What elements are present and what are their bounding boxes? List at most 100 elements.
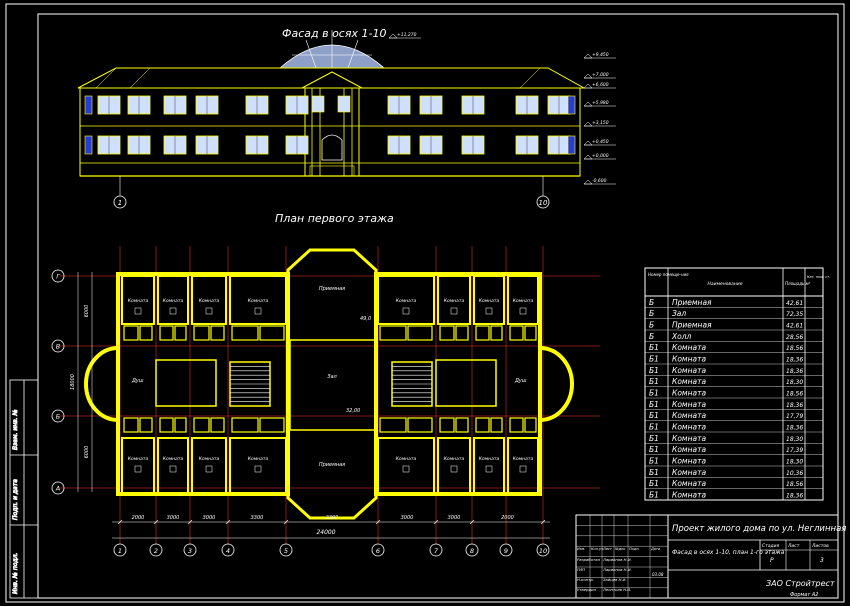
- stamp-stage-label: Стадия: [762, 543, 780, 549]
- axis-label-row: Б: [56, 413, 61, 421]
- room: [437, 437, 471, 495]
- bathroom: [159, 325, 174, 341]
- level-mark-value: +5,980: [592, 100, 609, 106]
- bathroom: [490, 325, 503, 341]
- table-cell-number: Б1: [649, 377, 659, 386]
- table-header-number: Номер помеще-ния: [648, 272, 689, 277]
- bathroom: [210, 417, 225, 433]
- table-cell-name: Комната: [672, 366, 706, 375]
- strip-label-1: Взам. инв. №: [12, 409, 19, 450]
- room: [121, 437, 155, 495]
- stamp-sheet-title: Фасад в осях 1-10, план 1-го этажа: [672, 549, 785, 556]
- room-label: Комната: [479, 298, 500, 304]
- axis-bubble-col: [499, 543, 513, 557]
- dimension-tick: [469, 519, 475, 525]
- table-cell-number: Б: [649, 309, 654, 318]
- total-dimension: 24000: [316, 529, 335, 536]
- level-mark-arrow: [583, 83, 593, 89]
- bathroom: [159, 417, 174, 433]
- level-mark-value: +0,000: [592, 153, 609, 159]
- room-number-box: [402, 307, 410, 315]
- room-label: Комната: [513, 298, 534, 304]
- level-mark-value: +9,450: [592, 52, 609, 58]
- bathroom: [231, 325, 259, 341]
- table-cell-name: Зал: [672, 309, 686, 318]
- axis-bubble-row: [51, 409, 65, 423]
- dimension-value: 3300: [326, 515, 339, 521]
- room-number-box: [402, 465, 410, 473]
- dimension-tick: [540, 519, 546, 525]
- level-mark-arrow: [583, 121, 593, 127]
- table-cell-name: Комната: [672, 377, 706, 386]
- room-number-box: [450, 465, 458, 473]
- table-cell-number: Б: [649, 321, 654, 330]
- table-cell-name: Комната: [672, 457, 706, 466]
- room-label: Комната: [444, 456, 465, 462]
- table-header-area: Площадь м²: [785, 281, 811, 286]
- room-number-box: [169, 307, 177, 315]
- stamp-project-title: Проект жилого дома по ул. Неглинная: [672, 524, 846, 534]
- dimension-value: 3300: [251, 515, 264, 521]
- table-cell-area: 17,39: [786, 447, 803, 454]
- room-number-box: [254, 307, 262, 315]
- axis-label-col: 5: [284, 547, 288, 555]
- facade-window-blue: [84, 135, 93, 155]
- stamp-row-label: Изм.: [577, 547, 585, 551]
- table-cell-area: 10,36: [786, 470, 803, 477]
- stamp-row-label: Лист: [602, 547, 613, 551]
- table-cell-name: Комната: [672, 400, 706, 409]
- table-cell-number: Б1: [649, 411, 659, 420]
- bathroom: [509, 417, 524, 433]
- floor-plan: План первого этажа КомнатаКомнатаКомната…: [51, 212, 600, 557]
- axis-label-col: 2: [154, 547, 158, 555]
- table-cell-number: Б1: [649, 366, 659, 375]
- axis-label-col: 1: [118, 547, 122, 555]
- facade-window-blue: [567, 95, 576, 115]
- room-schedule-table: Номер помеще-ния Наименование Площадь м²…: [644, 267, 830, 501]
- room-label: Комната: [444, 298, 465, 304]
- bathroom: [193, 325, 210, 341]
- stamp-role: Разработал: [577, 557, 601, 562]
- room: [507, 437, 539, 495]
- stamp-stage-value: Р: [770, 557, 774, 564]
- room-label-priem-1: Приемная: [319, 286, 345, 292]
- axis-bubble-col: [149, 543, 163, 557]
- stamp-person: Зайцев Н.И.: [603, 577, 627, 582]
- stamp-person: Ларионов Н.И.: [602, 567, 632, 572]
- room-number-box: [450, 307, 458, 315]
- room-label: Комната: [248, 298, 269, 304]
- table-cell-area: 18,36: [786, 402, 803, 409]
- strip-label-2: Подп. и дата: [12, 479, 19, 520]
- dimension-tick: [153, 519, 159, 525]
- table-header-name: Наименование: [708, 281, 743, 287]
- table-cell-name: Комната: [672, 343, 706, 352]
- stamp-format: Формат А2: [790, 592, 818, 598]
- apse-right: [539, 346, 574, 422]
- stamp-row-label: Дата: [650, 547, 660, 551]
- table-cell-number: Б1: [649, 479, 659, 488]
- bathroom: [193, 417, 210, 433]
- facade-wall: [79, 87, 581, 177]
- room-label-zal: Зал: [327, 374, 337, 380]
- room-label-dush-1: Душ: [131, 378, 144, 384]
- bathroom: [139, 417, 153, 433]
- bathroom: [231, 417, 259, 433]
- stamp-date: 03.08: [652, 572, 664, 577]
- level-mark-arrow: [583, 101, 593, 107]
- axis-label-col: 7: [434, 547, 439, 555]
- table-cell-number: Б1: [649, 423, 659, 432]
- room-label: Комната: [128, 298, 149, 304]
- room: [473, 437, 505, 495]
- table-cell-number: Б: [649, 332, 654, 341]
- level-marks: +11,270+9,450+7,000+6,600+5,980+3,150+0,…: [388, 32, 616, 185]
- room-label-dush-2: Душ: [514, 378, 527, 384]
- bathroom: [174, 325, 187, 341]
- facade: Фасад в осях 1-10 +11,270+9,450+7,000+6,…: [77, 27, 616, 209]
- table-cell-number: Б1: [649, 434, 659, 443]
- facade-window-blue: [84, 95, 93, 115]
- apse-left: [84, 346, 119, 422]
- dimension-value: 3000: [167, 515, 180, 521]
- table-cell-number: Б1: [649, 355, 659, 364]
